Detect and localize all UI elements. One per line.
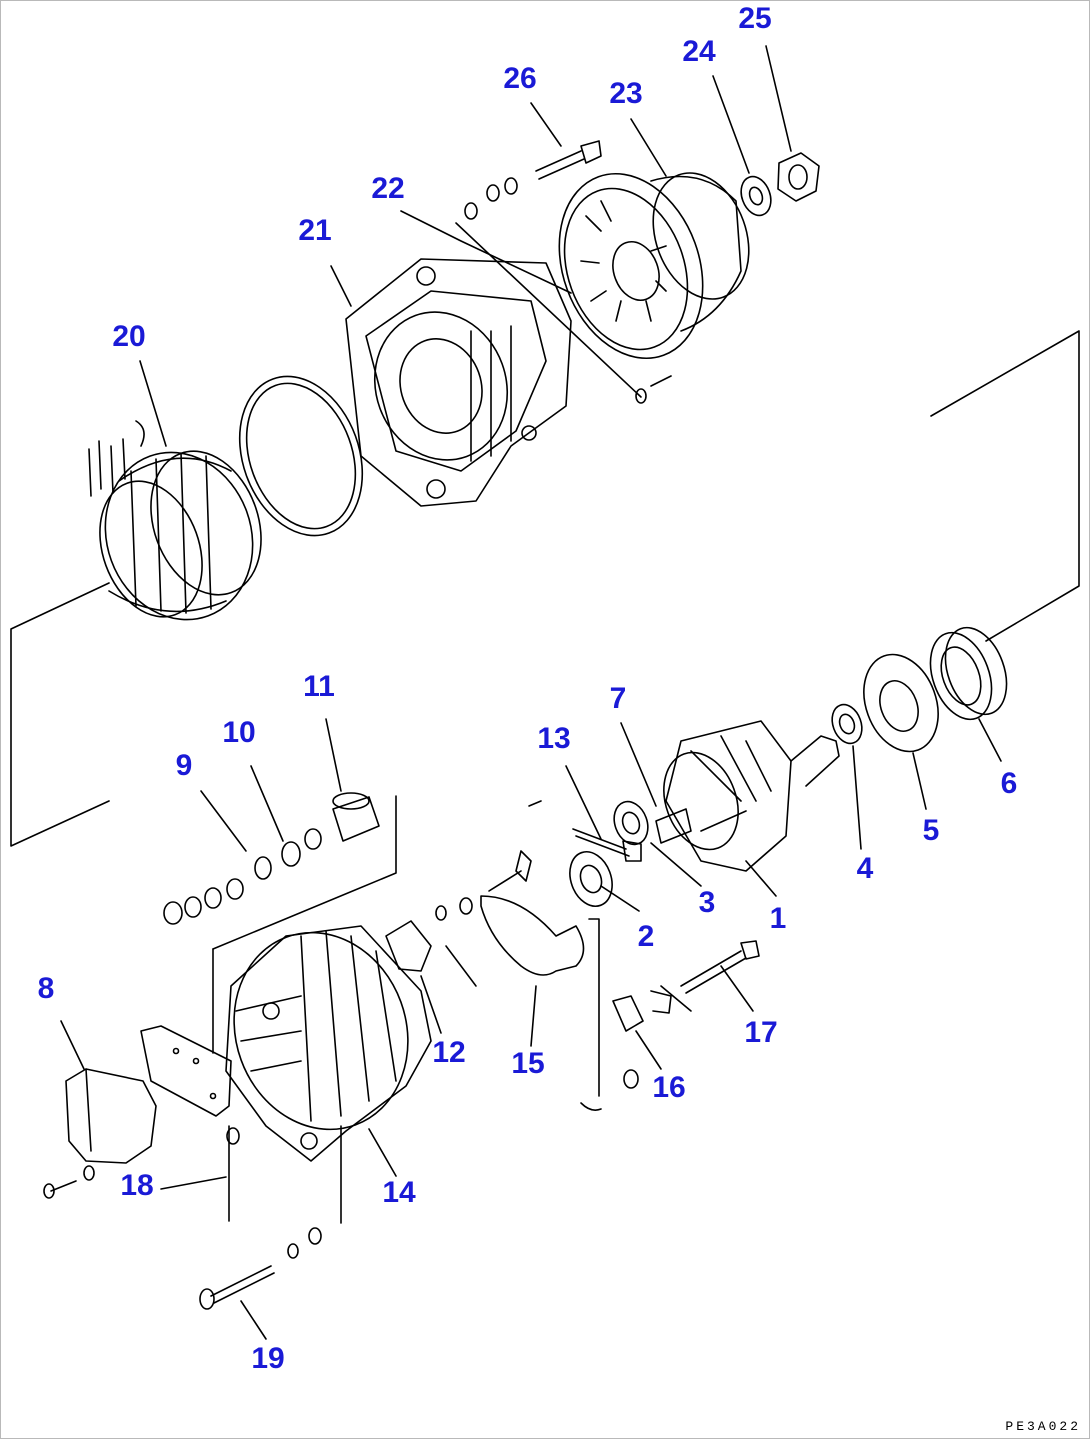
stator: [88, 420, 262, 621]
front-housing: [345, 258, 572, 507]
callout-9: 9: [175, 749, 193, 782]
o-ring: [238, 375, 364, 537]
callout-10: 10: [222, 716, 256, 749]
callout-14: 14: [382, 1176, 416, 1209]
bearing-6: [929, 626, 1008, 721]
pulley-fan: [558, 172, 750, 360]
callout-26: 26: [503, 62, 537, 95]
washers-9-10: [163, 828, 322, 925]
bolt-13: [515, 800, 642, 882]
assembly-lines: [10, 222, 1080, 1224]
callout-3: 3: [698, 886, 716, 919]
callout-21: 21: [298, 214, 332, 247]
callout-6: 6: [1000, 767, 1018, 800]
gasket: [140, 1025, 232, 1117]
callout-19: 19: [251, 1342, 285, 1375]
callout-4: 4: [856, 852, 874, 885]
callout-8: 8: [37, 972, 55, 1005]
through-bolt-26: [464, 140, 672, 404]
terminal-16: [612, 990, 672, 1089]
callout-20: 20: [112, 320, 146, 353]
rear-housing: [225, 925, 432, 1162]
regulator: [65, 1068, 157, 1164]
screw-18: [43, 1127, 240, 1199]
callout-24: 24: [682, 35, 716, 68]
spacer-3: [613, 800, 649, 846]
drawing-code: PE3A022: [1005, 1419, 1081, 1434]
pulley-nut: [777, 152, 820, 202]
callout-22: 22: [371, 172, 405, 205]
brush-holder: [385, 897, 477, 987]
callout-5: 5: [922, 814, 940, 847]
callout-1: 1: [769, 902, 787, 935]
callout-13: 13: [537, 722, 571, 755]
callout-7: 7: [609, 682, 627, 715]
washer-24: [740, 175, 772, 217]
callout-18: 18: [120, 1169, 154, 1202]
leader-lines: [60, 45, 1002, 1340]
callout-25: 25: [738, 2, 772, 35]
callout-15: 15: [511, 1047, 545, 1080]
bolt-17: [660, 940, 760, 1012]
rectifier-15: [480, 870, 585, 976]
callout-16: 16: [652, 1071, 686, 1104]
callout-12: 12: [432, 1036, 466, 1069]
callout-17: 17: [744, 1016, 778, 1049]
callout-11: 11: [303, 670, 335, 703]
callout-23: 23: [609, 77, 643, 110]
retainer-5: [863, 653, 939, 753]
bearing-2: [569, 851, 613, 907]
rotor: [655, 720, 840, 872]
callout-2: 2: [637, 920, 655, 953]
sleeve-11: [332, 792, 380, 842]
bolt-19: [199, 1227, 322, 1310]
spacer-4: [831, 703, 863, 745]
